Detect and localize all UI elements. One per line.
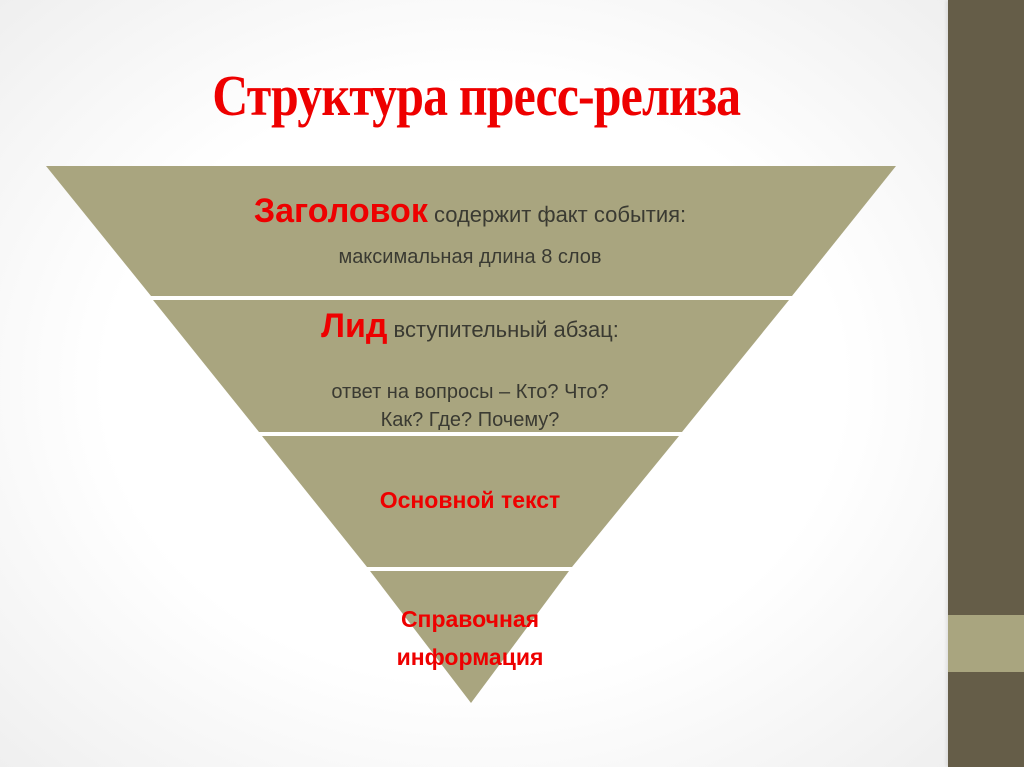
pyramid-band-body	[262, 436, 679, 567]
lead-description: вступительный абзац:	[387, 317, 619, 342]
body-text-heading: Основной текст	[379, 487, 561, 513]
pyramid-band-lead	[153, 300, 789, 432]
headline-band-title: Заголовок содержит факт события:	[120, 192, 820, 231]
inverted-pyramid-diagram	[46, 166, 896, 703]
lead-subtext: ответ на вопросы – Кто? Что? Как? Где? П…	[160, 378, 780, 434]
slide-title: Структура пресс-релиза	[212, 63, 741, 128]
sidebar-accent-band	[948, 615, 1024, 672]
headline-subtext: максимальная длина 8 слов	[338, 246, 602, 268]
lead-subtext-line2: Как? Где? Почему?	[380, 409, 560, 431]
headline-description: содержит факт события:	[427, 202, 687, 227]
pyramid-band-reference	[370, 571, 569, 703]
reference-info-line2: информация	[396, 644, 544, 670]
sidebar-decoration	[948, 0, 1024, 767]
lead-subtext-line1: ответ на вопросы – Кто? Что?	[331, 381, 609, 403]
reference-info-heading: Справочная информация	[300, 600, 640, 676]
lead-band-title: Лид вступительный абзац:	[160, 307, 780, 346]
lead-heading: Лид	[321, 307, 388, 345]
reference-info-line1: Справочная	[400, 606, 540, 632]
pyramid-band-headline	[46, 166, 896, 296]
headline-heading: Заголовок	[253, 192, 428, 230]
